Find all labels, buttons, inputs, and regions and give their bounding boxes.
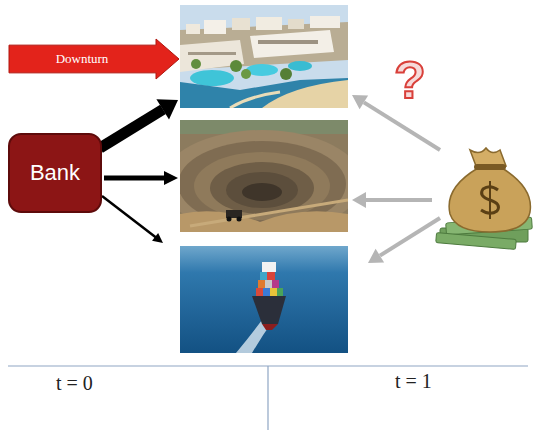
- money-bag: [436, 148, 533, 249]
- downturn-arrow: Downturn: [8, 38, 180, 80]
- resort-photo: [180, 5, 348, 108]
- loan-arrows: [100, 99, 178, 243]
- node-text: Downturn: [56, 51, 109, 67]
- node-text: Bank: [30, 160, 80, 186]
- box-shape: [9, 134, 101, 212]
- mine-photo: [180, 120, 348, 232]
- ship-photo: [180, 246, 348, 353]
- funding-arrows: [352, 95, 440, 263]
- time-label: t = 1: [395, 370, 432, 393]
- question-mark: ?: [394, 50, 426, 110]
- timeline: [8, 366, 528, 430]
- arrow-shape: [9, 39, 179, 79]
- bank-box: Bank: [8, 133, 102, 213]
- time-label: t = 0: [56, 372, 93, 395]
